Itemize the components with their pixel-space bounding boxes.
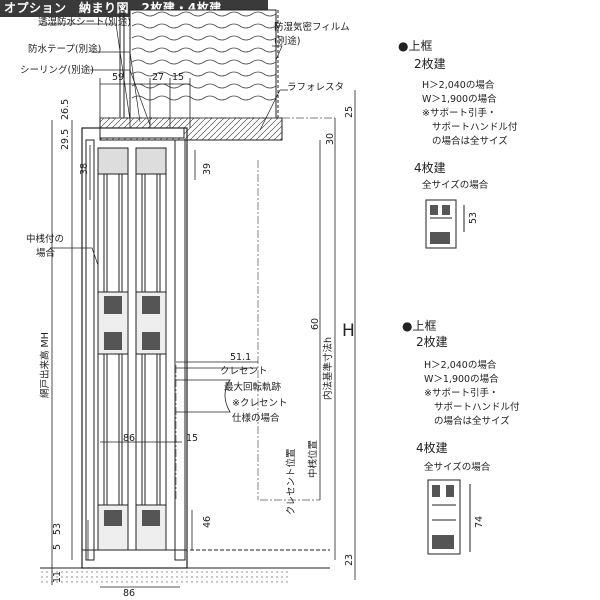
top-frame-section-2: ●上框 2枚建 H＞2,040の場合 W＞1,900の場合 ※サポート引手・ サ…: [402, 319, 520, 555]
leader-lines: [40, 23, 288, 266]
dim-25: 25: [344, 106, 355, 118]
tf2-all-sizes: 全サイズの場合: [424, 461, 491, 473]
label-crescent-spec2: 仕様の場合: [232, 412, 280, 424]
window-frame: [81, 127, 188, 569]
label-crescent: クレセント: [220, 366, 268, 377]
tf2-type: 2枚建: [416, 334, 448, 349]
dim-59: 59: [112, 72, 124, 83]
tf2-note1: ※サポート引手・: [424, 387, 498, 399]
dim-23: 23: [344, 554, 355, 566]
dim-15a: 15: [172, 72, 184, 83]
label-rotation: 最大回転軌跡: [224, 381, 282, 393]
tf1-title: ●上框: [398, 39, 432, 53]
wall-insulation: [119, 9, 279, 119]
label-H: H: [342, 321, 355, 341]
dimension-lines: [51, 78, 356, 588]
tf1-dim: 53: [468, 212, 479, 224]
dim-11: 11: [52, 571, 63, 583]
label-midrail-2: 場合: [36, 247, 56, 259]
tf2-title: ●上框: [402, 319, 436, 333]
label-midrail-1: 中桟付の: [26, 233, 64, 245]
tf2-type4: 4枚建: [416, 440, 448, 455]
head-beam: [99, 117, 283, 141]
dim-30: 30: [325, 133, 336, 145]
tf1-cond1: H＞2,040の場合: [422, 79, 495, 91]
crescent-trace: [176, 367, 258, 413]
tf1-type: 2枚建: [414, 56, 446, 71]
dim-27: 27: [152, 72, 164, 83]
dim-26-5: 26.5: [60, 99, 71, 120]
label-screen-height: 網戸出来高 MH: [39, 332, 51, 398]
tf1-note1: ※サポート引手・: [422, 107, 496, 119]
tf2-note3: の場合は全サイズ: [434, 415, 510, 427]
dim-53: 53: [52, 523, 63, 535]
dim-86a: 86: [123, 433, 135, 444]
label-moisture-sheet: 透湿防水シート(別途): [38, 16, 131, 28]
tf1-note3: の場合は全サイズ: [432, 135, 508, 147]
tf2-cond2: W＞1,900の場合: [424, 373, 499, 385]
label-inner-dim: 内法基準寸法h: [322, 337, 334, 400]
label-crescent-pos: クレセント位置: [285, 448, 297, 515]
dim-15b: 15: [186, 433, 198, 444]
tf2-dim: 74: [474, 516, 485, 528]
tf1-note2: サポートハンドル付: [432, 122, 518, 133]
label-midrail-pos: 中桟位置: [307, 440, 319, 478]
reference-lines: [100, 117, 335, 501]
label-crescent-spec: ※クレセント: [232, 398, 287, 409]
tf1-cond2: W＞1,900の場合: [422, 93, 497, 105]
tf2-cond1: H＞2,040の場合: [424, 359, 497, 371]
dim-29-5: 29.5: [60, 129, 71, 150]
label-waterproof-tape: 防水テープ(別途): [28, 43, 101, 55]
dim-60: 60: [310, 318, 321, 330]
dim-86b: 86: [123, 588, 135, 599]
tf1-all-sizes: 全サイズの場合: [422, 179, 489, 191]
tf1-type4: 4枚建: [414, 160, 446, 175]
dim-51-1: 51.1: [230, 352, 251, 363]
dim-39: 39: [202, 163, 213, 175]
label-moisture-film-sub: (別途): [274, 35, 300, 47]
floor: [40, 549, 330, 584]
tf2-note2: サポートハンドル付: [434, 402, 520, 413]
label-lafolesta: ラフォレスタ: [287, 82, 344, 93]
dim-38: 38: [79, 163, 90, 175]
dim-46: 46: [202, 516, 213, 528]
label-sealing: シーリング(別途): [20, 64, 94, 76]
top-frame-section-1: ●上框 2枚建 H＞2,040の場合 W＞1,900の場合 ※サポート引手・ サ…: [398, 39, 518, 249]
label-moisture-film: 防湿気密フィルム: [274, 21, 350, 33]
dim-5: 5: [52, 544, 63, 550]
